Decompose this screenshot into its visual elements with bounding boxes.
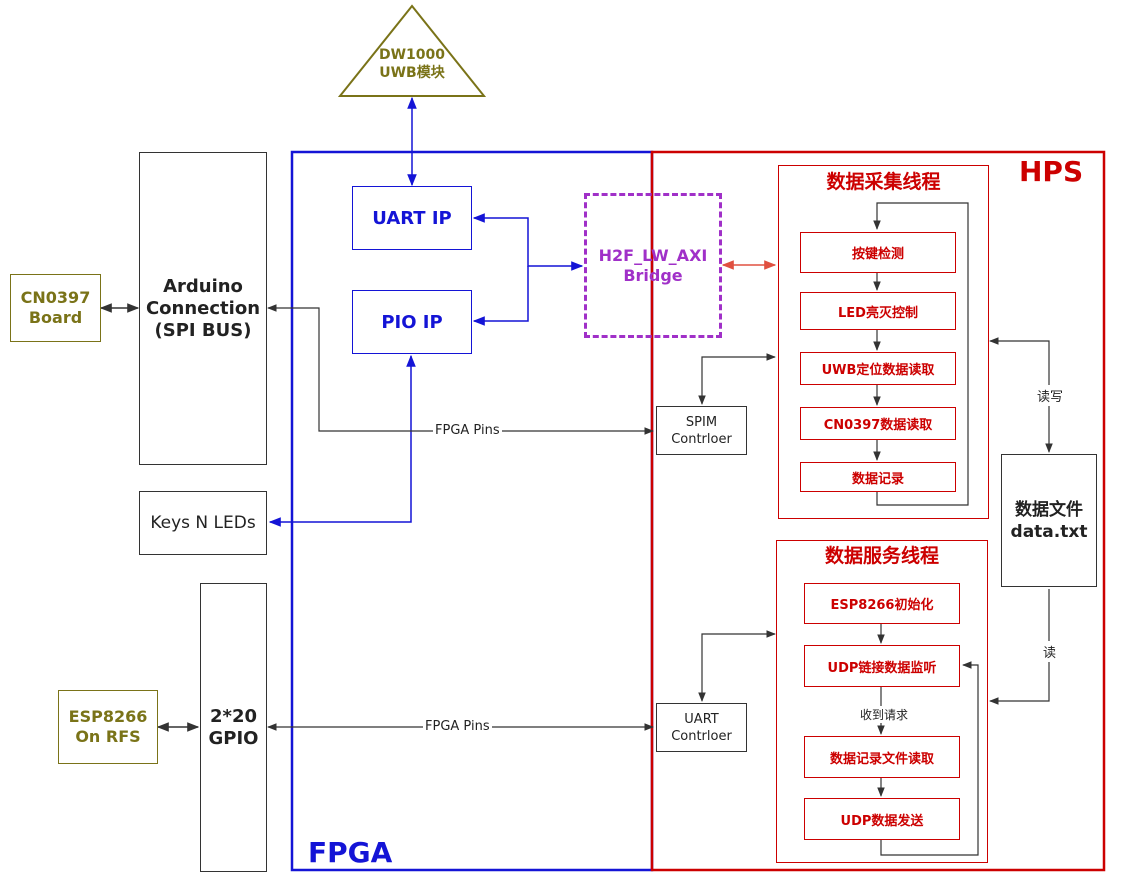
dw1000-uwb-module: DW1000 UWB模块: [378, 47, 446, 81]
service-thread-frame: [776, 540, 988, 863]
file-service-link: [989, 589, 1050, 705]
hps-title: HPS: [1019, 155, 1084, 188]
step-cn0397-read: CN0397数据读取: [800, 407, 956, 440]
step-udp-listen: UDP链接数据监听: [804, 645, 960, 687]
step-udp-send: UDP数据发送: [804, 798, 960, 840]
step-file-read: 数据记录文件读取: [804, 736, 960, 778]
step-uwb-read: UWB定位数据读取: [800, 352, 956, 385]
arduino-connection: Arduino Connection (SPI BUS): [139, 152, 267, 465]
step-key-detect: 按键检测: [800, 232, 956, 273]
spi-fpga-pins-label: FPGA Pins: [433, 423, 502, 438]
fpga-title: FPGA: [308, 836, 393, 869]
step-led-control: LED亮灭控制: [800, 292, 956, 330]
uart-controller: UART Contrloer: [656, 703, 747, 752]
gpio-fpga-pins-label: FPGA Pins: [423, 719, 492, 734]
spim-controller: SPIM Contrloer: [656, 406, 747, 455]
uart-thread-link: [698, 630, 776, 702]
step-data-record: 数据记录: [800, 462, 956, 492]
h2f-lw-axi-bridge: H2F_LW_AXI Bridge: [584, 193, 722, 338]
esp8266-on-rfs: ESP8266 On RFS: [58, 690, 158, 764]
request-received-label: 收到请求: [858, 706, 911, 723]
read-write-label: 读写: [1036, 385, 1065, 406]
gpio-header: 2*20 GPIO: [200, 583, 267, 872]
step-esp8266-init: ESP8266初始化: [804, 583, 960, 624]
spim-thread-link: [698, 353, 776, 405]
keys-n-leds: Keys N LEDs: [139, 491, 267, 555]
collect-file-link: [989, 337, 1053, 453]
pio-ip-block: PIO IP: [352, 290, 472, 354]
read-label: 读: [1042, 641, 1058, 662]
uart-ip-block: UART IP: [352, 186, 472, 250]
collect-loop: [873, 202, 969, 506]
pio-ip-bridge-link: [472, 266, 529, 326]
service-thread-title: 数据服务线程: [824, 545, 939, 567]
collect-thread-title: 数据采集线程: [826, 171, 941, 193]
uart-ip-bridge-link: [472, 213, 584, 271]
hps-region: [650, 150, 1106, 872]
service-loop: [880, 661, 979, 856]
collect-thread-frame: [778, 165, 989, 519]
data-file: 数据文件 data.txt: [1001, 454, 1097, 587]
dw1000-triangle: [337, 4, 487, 97]
cn0397-board: CN0397 Board: [10, 274, 101, 342]
